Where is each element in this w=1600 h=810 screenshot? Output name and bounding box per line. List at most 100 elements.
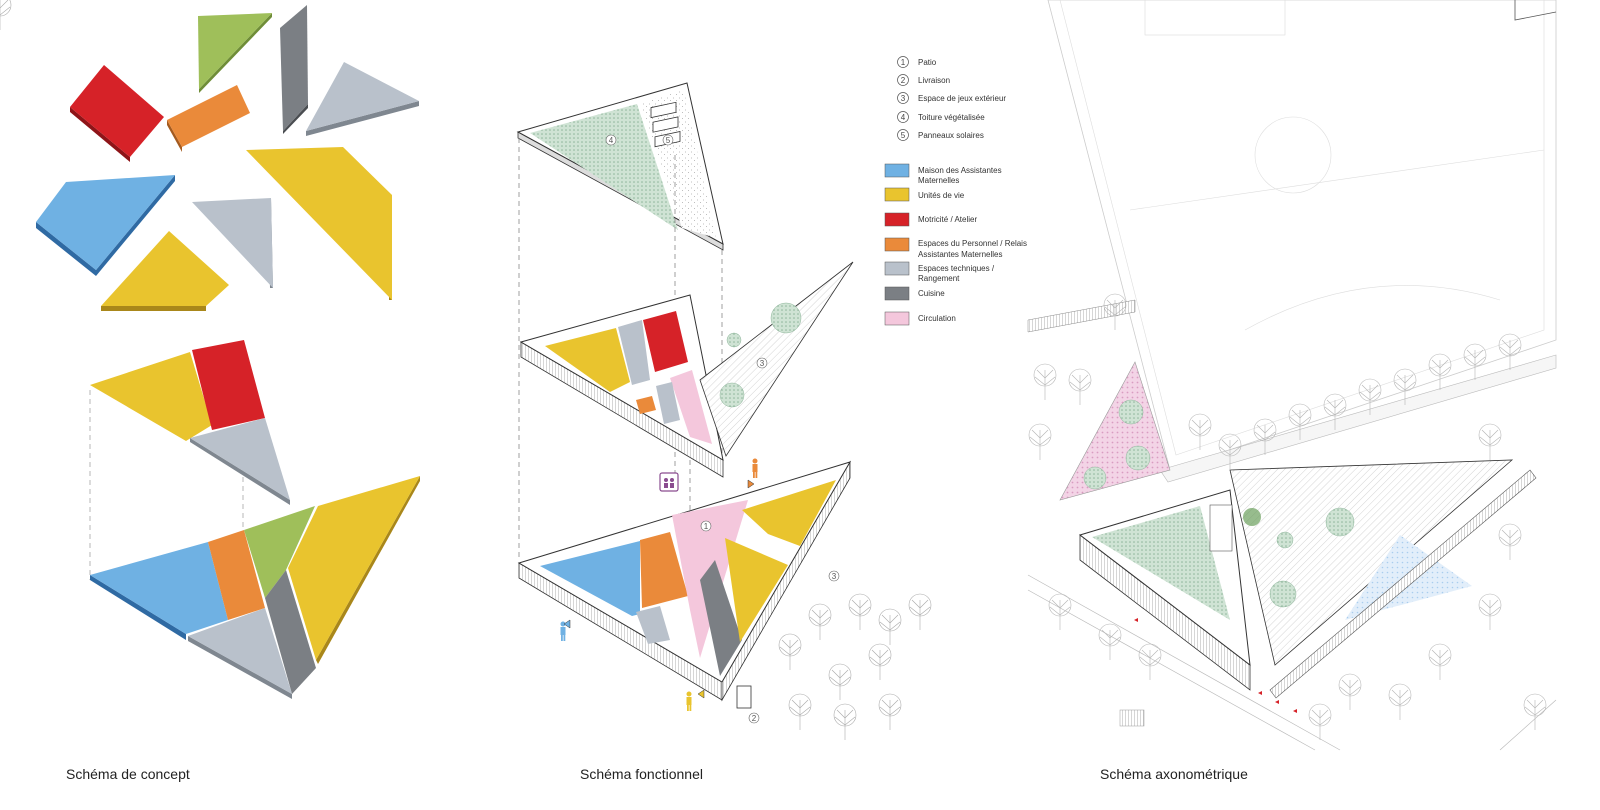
legend-swatch-red xyxy=(884,212,910,227)
piece-yellow-big xyxy=(246,147,392,300)
person-yellow-icon xyxy=(686,691,692,711)
upper-lightgray-side xyxy=(190,438,290,505)
floor1-red xyxy=(643,311,688,372)
functional-trees xyxy=(0,0,932,741)
concept-assembled-lower xyxy=(90,476,420,699)
concept-assembled-upper xyxy=(89,340,290,580)
piece-orange-side xyxy=(167,120,182,152)
site-entrance-marker-icon-2 xyxy=(1258,691,1262,695)
entrance-arrow-orange-icon xyxy=(747,479,755,489)
piece-red-side xyxy=(70,107,130,162)
solar-panel-2 xyxy=(652,116,679,133)
legend-color-label-0a: Maison des Assistantes xyxy=(918,166,1002,175)
ground-darkgray xyxy=(700,560,742,676)
floor1-orange xyxy=(636,396,656,414)
entrance-arrow-blue-icon xyxy=(563,619,571,629)
piece-lightgray2 xyxy=(192,198,273,288)
legend: 1 Patio 2 Livraison 3 Espace de jeux ext… xyxy=(884,56,1027,326)
caption-concept: Schéma de concept xyxy=(66,766,190,782)
functional-icons: 2 3 xyxy=(560,458,840,724)
axonometric-site xyxy=(1027,0,1557,751)
path-band xyxy=(1159,354,1557,483)
legend-label-livraison: Livraison xyxy=(918,76,950,85)
delivery-label: 2 xyxy=(752,714,757,723)
piece-lightgray xyxy=(306,62,419,131)
legend-swatch-orange xyxy=(884,237,910,252)
functional-ground-floor: 1 xyxy=(517,460,852,702)
legend-num-5: 5 xyxy=(901,131,906,140)
legend-num-3: 3 xyxy=(901,94,906,103)
site-entrance-marker-icon-3 xyxy=(1275,700,1279,704)
lower-blue xyxy=(90,542,228,634)
lower-blue-side xyxy=(90,575,186,640)
piece-red xyxy=(70,65,164,157)
legend-color-label-0b: Maternelles xyxy=(918,176,959,185)
legend-numbers: 1 Patio 2 Livraison 3 Espace de jeux ext… xyxy=(897,56,1006,141)
patio-label: 1 xyxy=(704,522,709,531)
piece-blue-side2 xyxy=(96,175,175,276)
legend-colors: Maison des Assistantes Maternelles Unité… xyxy=(884,163,1027,326)
legend-color-label-1: Unités de vie xyxy=(918,191,965,200)
roof-green xyxy=(530,104,678,230)
solar-panel-1 xyxy=(650,101,677,119)
legend-label-jeux: Espace de jeux extérieur xyxy=(918,94,1006,103)
legend-swatch-pink xyxy=(884,311,910,326)
site-entrance-marker-icon xyxy=(1134,618,1138,622)
lower-lightgray-side xyxy=(188,636,292,699)
lower-darkgray xyxy=(265,570,316,694)
piece-darkgray xyxy=(280,5,308,131)
entrance-arrow-yellow-icon xyxy=(697,689,705,699)
person-orange-icon xyxy=(752,458,758,478)
functional-first-floor: 3 xyxy=(519,261,854,478)
piece-yellow-small xyxy=(101,231,229,306)
legend-color-label-4b: Rangement xyxy=(918,274,960,283)
sports-field xyxy=(1047,0,1557,471)
ground-blue xyxy=(540,541,640,616)
legend-color-label-3a: Espaces du Personnel / Relais xyxy=(918,239,1027,248)
lower-green xyxy=(244,506,315,598)
site-right-wall xyxy=(1269,469,1537,699)
piece-green-side xyxy=(199,13,272,93)
site-green-roof xyxy=(1092,506,1230,620)
piece-orange xyxy=(167,85,250,147)
person-blue-icon xyxy=(560,621,566,641)
site-left-wall xyxy=(1027,299,1136,333)
legend-color-label-6: Circulation xyxy=(918,314,956,323)
play-area-upper xyxy=(699,261,854,457)
ground-yellow-1 xyxy=(742,480,836,546)
piece-blue-side xyxy=(36,222,96,276)
lower-yellow xyxy=(288,476,420,660)
legend-num-4: 4 xyxy=(901,113,906,122)
legend-label-panneaux: Panneaux solaires xyxy=(918,131,984,140)
lower-lightgray xyxy=(188,608,292,694)
upper-yellow xyxy=(90,352,212,441)
piece-darkgray-side xyxy=(283,104,308,134)
site-hatched-play xyxy=(1229,459,1514,666)
legend-swatch-lightgray xyxy=(884,261,910,276)
roof-label-4: 4 xyxy=(609,136,614,145)
legend-color-label-3b: Assistantes Maternelles xyxy=(918,250,1002,259)
piece-yellow-small-side xyxy=(101,306,206,311)
upper-red xyxy=(192,340,265,430)
ground-yellow-2 xyxy=(725,538,788,642)
legend-swatch-darkgray xyxy=(884,286,910,301)
legend-color-label-2: Motricité / Atelier xyxy=(918,215,977,224)
lower-orange xyxy=(208,530,265,620)
site-entrance-marker-icon-4 xyxy=(1293,709,1297,713)
legend-num-1: 1 xyxy=(901,58,906,67)
functional-roof: 4 5 xyxy=(516,82,724,251)
piece-lightgray-side xyxy=(306,101,419,136)
roof-label-5: 5 xyxy=(666,136,671,145)
delivery-vehicle-icon xyxy=(736,685,752,709)
floor1-pink xyxy=(670,370,712,444)
site-pink-patio xyxy=(1059,361,1171,501)
piece-blue xyxy=(36,175,175,270)
ground-orange xyxy=(640,532,688,608)
caption-axonometric: Schéma axonométrique xyxy=(1100,766,1248,782)
legend-swatch-blue xyxy=(884,163,910,178)
legend-label-patio: Patio xyxy=(918,58,937,67)
legend-label-toiture: Toiture végétalisée xyxy=(918,113,985,122)
play-label-upper: 3 xyxy=(760,359,765,368)
floor1-gray2 xyxy=(656,382,680,424)
